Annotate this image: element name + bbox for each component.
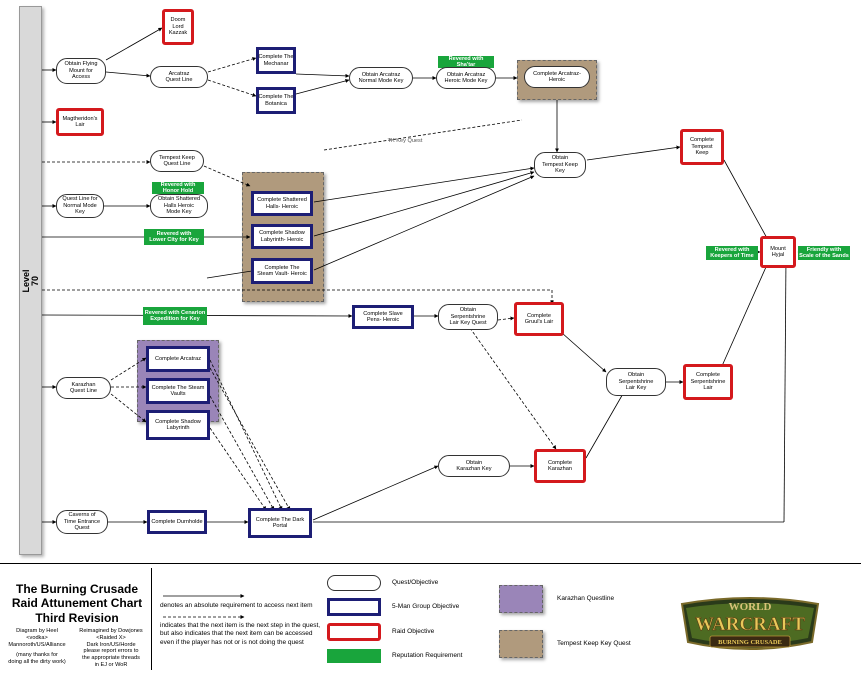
legend-raid-swatch bbox=[327, 623, 381, 641]
legend-reputation-swatch bbox=[327, 649, 381, 663]
revered-cenarion-expedition: Revered with Cenarion Expedition for Key bbox=[143, 307, 207, 325]
caverns-of-time-entrance-quest: Caverns of Time Entrance Quest bbox=[56, 510, 108, 534]
complete-serpentshrine-lair: Complete Serpentshrine Lair bbox=[683, 364, 733, 400]
attunement-diagram: Level 70 Doom Lord Kazzak Obtain Flying … bbox=[19, 6, 850, 555]
credit-report-errors: please report errors to the appropriate … bbox=[82, 648, 140, 668]
complete-botanica: Complete The Botanica bbox=[256, 87, 296, 114]
legend-quest-swatch bbox=[327, 575, 381, 591]
obtain-serpentshrine-key-quest: Obtain Serpentshrine Lair Key Quest bbox=[438, 304, 498, 330]
tk-key-quest-label: TK Key Quest bbox=[387, 137, 423, 144]
obtain-arcatraz-normal-key: Obtain Arcatraz Normal Mode Key bbox=[349, 67, 413, 89]
complete-karazhan: Complete Karazhan bbox=[534, 449, 586, 483]
connector-layer bbox=[41, 27, 850, 524]
tempest-keep-quest-line: Tempest Keep Quest Line bbox=[150, 150, 204, 172]
logo-warcraft-text: WARCRAFT bbox=[695, 614, 805, 635]
legend-solid-arrow-text: denotes an absolute requirement to acces… bbox=[160, 602, 313, 609]
legend-raid-text: Raid Objective bbox=[392, 628, 435, 635]
complete-shattered-halls-heroic: Complete Shattered Halls- Heroic bbox=[251, 191, 313, 216]
legend-quest-text: Quest/Objective bbox=[392, 579, 439, 586]
legend-karazhan-swatch bbox=[499, 585, 543, 613]
doom-lord-kazzak: Doom Lord Kazzak bbox=[162, 9, 194, 45]
revered-keepers-of-time: Revered with Keepers of Time bbox=[706, 246, 758, 260]
kz-complete-shadow-labyrinth: Complete Shadow Labyrinth bbox=[146, 410, 210, 440]
logo-burning-crusade-text: BURNING CRUSADE bbox=[718, 639, 782, 646]
complete-tempest-keep: Complete Tempest Keep bbox=[680, 129, 724, 165]
magtheridons-lair: Magtheridon's Lair bbox=[56, 108, 104, 136]
level-label: Level 70 bbox=[20, 269, 40, 293]
legend-five-man-text: 5-Man Group Objective bbox=[392, 603, 460, 610]
complete-shadow-labyrinth-heroic: Complete Shadow Labyrinth- Heroic bbox=[251, 224, 313, 249]
kz-complete-arcatraz: Complete Arcatraz bbox=[146, 346, 210, 372]
obtain-karazhan-key: Obtain Karazhan Key bbox=[438, 455, 510, 477]
revered-shatar: Revered with Sha'tar bbox=[438, 56, 494, 68]
legend-karazhan-text: Karazhan Questline bbox=[557, 595, 615, 602]
obtain-tempest-keep-key: Obtain Tempest Keep Key bbox=[534, 152, 586, 178]
complete-arcatraz-heroic: Complete Arcatraz- Heroic bbox=[524, 66, 590, 88]
world-of-warcraft-logo: WORLD WARCRAFT BURNING CRUSADE bbox=[680, 597, 820, 650]
footer-divider bbox=[0, 563, 861, 564]
legend-dashed-arrow-text: indicates that the next item is the next… bbox=[160, 622, 321, 646]
logo-world-text: WORLD bbox=[729, 601, 772, 613]
legend-reputation-text: Reputation Requirement bbox=[392, 652, 463, 659]
credit-thanks: (many thanks for doing all the dirty wor… bbox=[8, 652, 66, 665]
obtain-shattered-halls-key: Obtain Shattered Halls Heroic Mode Key bbox=[150, 194, 208, 218]
credit-reimagined-by: Reimagined by Dowjones <Raided X> Dark I… bbox=[79, 628, 143, 648]
normal-mode-key-quest-line: Quest Line for Normal Mode Key bbox=[56, 194, 104, 218]
chart-title: The Burning Crusade Raid Attunement Char… bbox=[11, 582, 143, 625]
complete-slave-pens-heroic: Complete Slave Pens- Heroic bbox=[352, 305, 414, 329]
complete-steam-vault-heroic: Complete The Steam Vault- Heroic bbox=[251, 258, 313, 284]
obtain-serpentshrine-key: Obtain Serpentshrine Lair Key bbox=[606, 368, 666, 396]
credit-diagram-by: Diagram by Heel <vodka> Mannoroth/US/All… bbox=[8, 628, 66, 648]
arcatraz-quest-line: Arcatraz Quest Line bbox=[150, 66, 208, 88]
kz-complete-steam-vaults: Complete The Steam Vaults bbox=[146, 378, 210, 404]
obtain-flying-mount: Obtain Flying Mount for Access bbox=[56, 58, 106, 84]
complete-durnholde: Complete Durnholde bbox=[147, 510, 207, 534]
level-70-bar: Level 70 bbox=[19, 6, 42, 555]
obtain-arcatraz-heroic-key: Obtain Arcatraz Heroic Mode Key bbox=[436, 67, 496, 89]
legend-tempest-keep-swatch bbox=[499, 630, 543, 658]
complete-mechanar: Complete The Mechanar bbox=[256, 47, 296, 74]
footer-vertical-divider bbox=[151, 568, 152, 670]
karazhan-quest-line: Karazhan Quest Line bbox=[56, 377, 111, 399]
legend-five-man-swatch bbox=[327, 598, 381, 616]
revered-lower-city: Revered with Lower City for Key bbox=[144, 229, 204, 245]
revered-honor-hold: Revered with Honor Hold bbox=[152, 182, 204, 194]
complete-dark-portal: Complete The Dark Portal bbox=[248, 508, 312, 538]
mount-hyjal: Mount Hyjal bbox=[760, 236, 796, 268]
legend-tempest-keep-text: Tempest Keep Key Quest bbox=[557, 640, 631, 647]
friendly-scale-of-the-sands: Friendly with Scale of the Sands bbox=[798, 246, 850, 260]
complete-gruuls-lair: Complete Gruul's Lair bbox=[514, 302, 564, 336]
